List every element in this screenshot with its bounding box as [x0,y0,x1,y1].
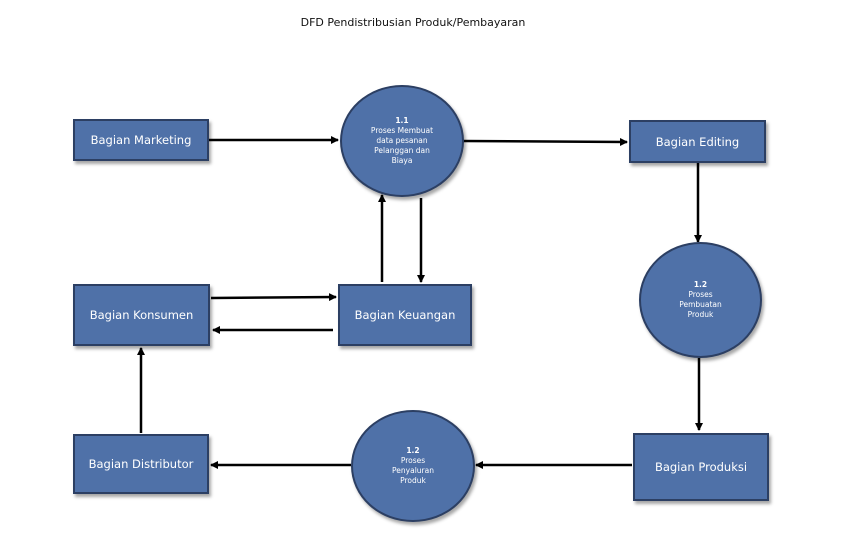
entity-produksi-label: Bagian Produksi [654,460,748,474]
process-1-1-number: 1.1 [395,116,409,125]
process-1-1-line3: Pelanggan dan [374,146,430,155]
entity-marketing: Bagian Marketing [73,119,209,161]
process-1-2-pembuatan-number: 1.2 [693,280,708,289]
process-1-2-penyaluran-line3: Produk [400,476,426,485]
entity-distributor-label: Bagian Distributor [88,457,194,471]
entity-produksi: Bagian Produksi [633,433,769,501]
process-1-2-pembuatan-line2: Pembuatan [679,300,722,309]
process-1-2-pembuatan-line1: Proses [688,290,713,299]
process-1-1: 1.1 Proses Membuat data pesanan Pelangga… [340,85,464,197]
arrow-konsumen-to-keuangan [210,293,337,302]
entity-distributor: Bagian Distributor [73,434,209,494]
arrow-p1-to-editing [462,137,628,146]
entity-konsumen: Bagian Konsumen [73,284,210,346]
process-1-1-line1: Proses Membuat [370,126,434,135]
process-1-2-pembuatan: 1.2 Proses Pembuatan Produk [639,242,762,358]
entity-editing-label: Bagian Editing [655,134,740,149]
process-1-2-penyaluran-line1: Proses [400,456,426,465]
process-1-2-pembuatan-line3: Produk [687,310,714,319]
entity-keuangan-label: Bagian Keuangan [354,308,456,322]
process-1-1-line4: Biaya [391,156,413,165]
process-1-1-line2: data pesanan [376,136,428,145]
diagram-title: DFD Pendistribusian Produk/Pembayaran [300,16,526,29]
process-1-2-penyaluran: 1.2 Proses Penyaluran Produk [351,410,475,522]
entity-marketing-label: Bagian Marketing [90,133,192,147]
entity-konsumen-label: Bagian Konsumen [89,308,194,322]
process-1-2-penyaluran-line2: Penyaluran [392,466,434,475]
process-1-2-penyaluran-number: 1.2 [406,446,420,455]
entity-keuangan: Bagian Keuangan [338,284,472,346]
entity-editing: Bagian Editing [629,120,766,163]
